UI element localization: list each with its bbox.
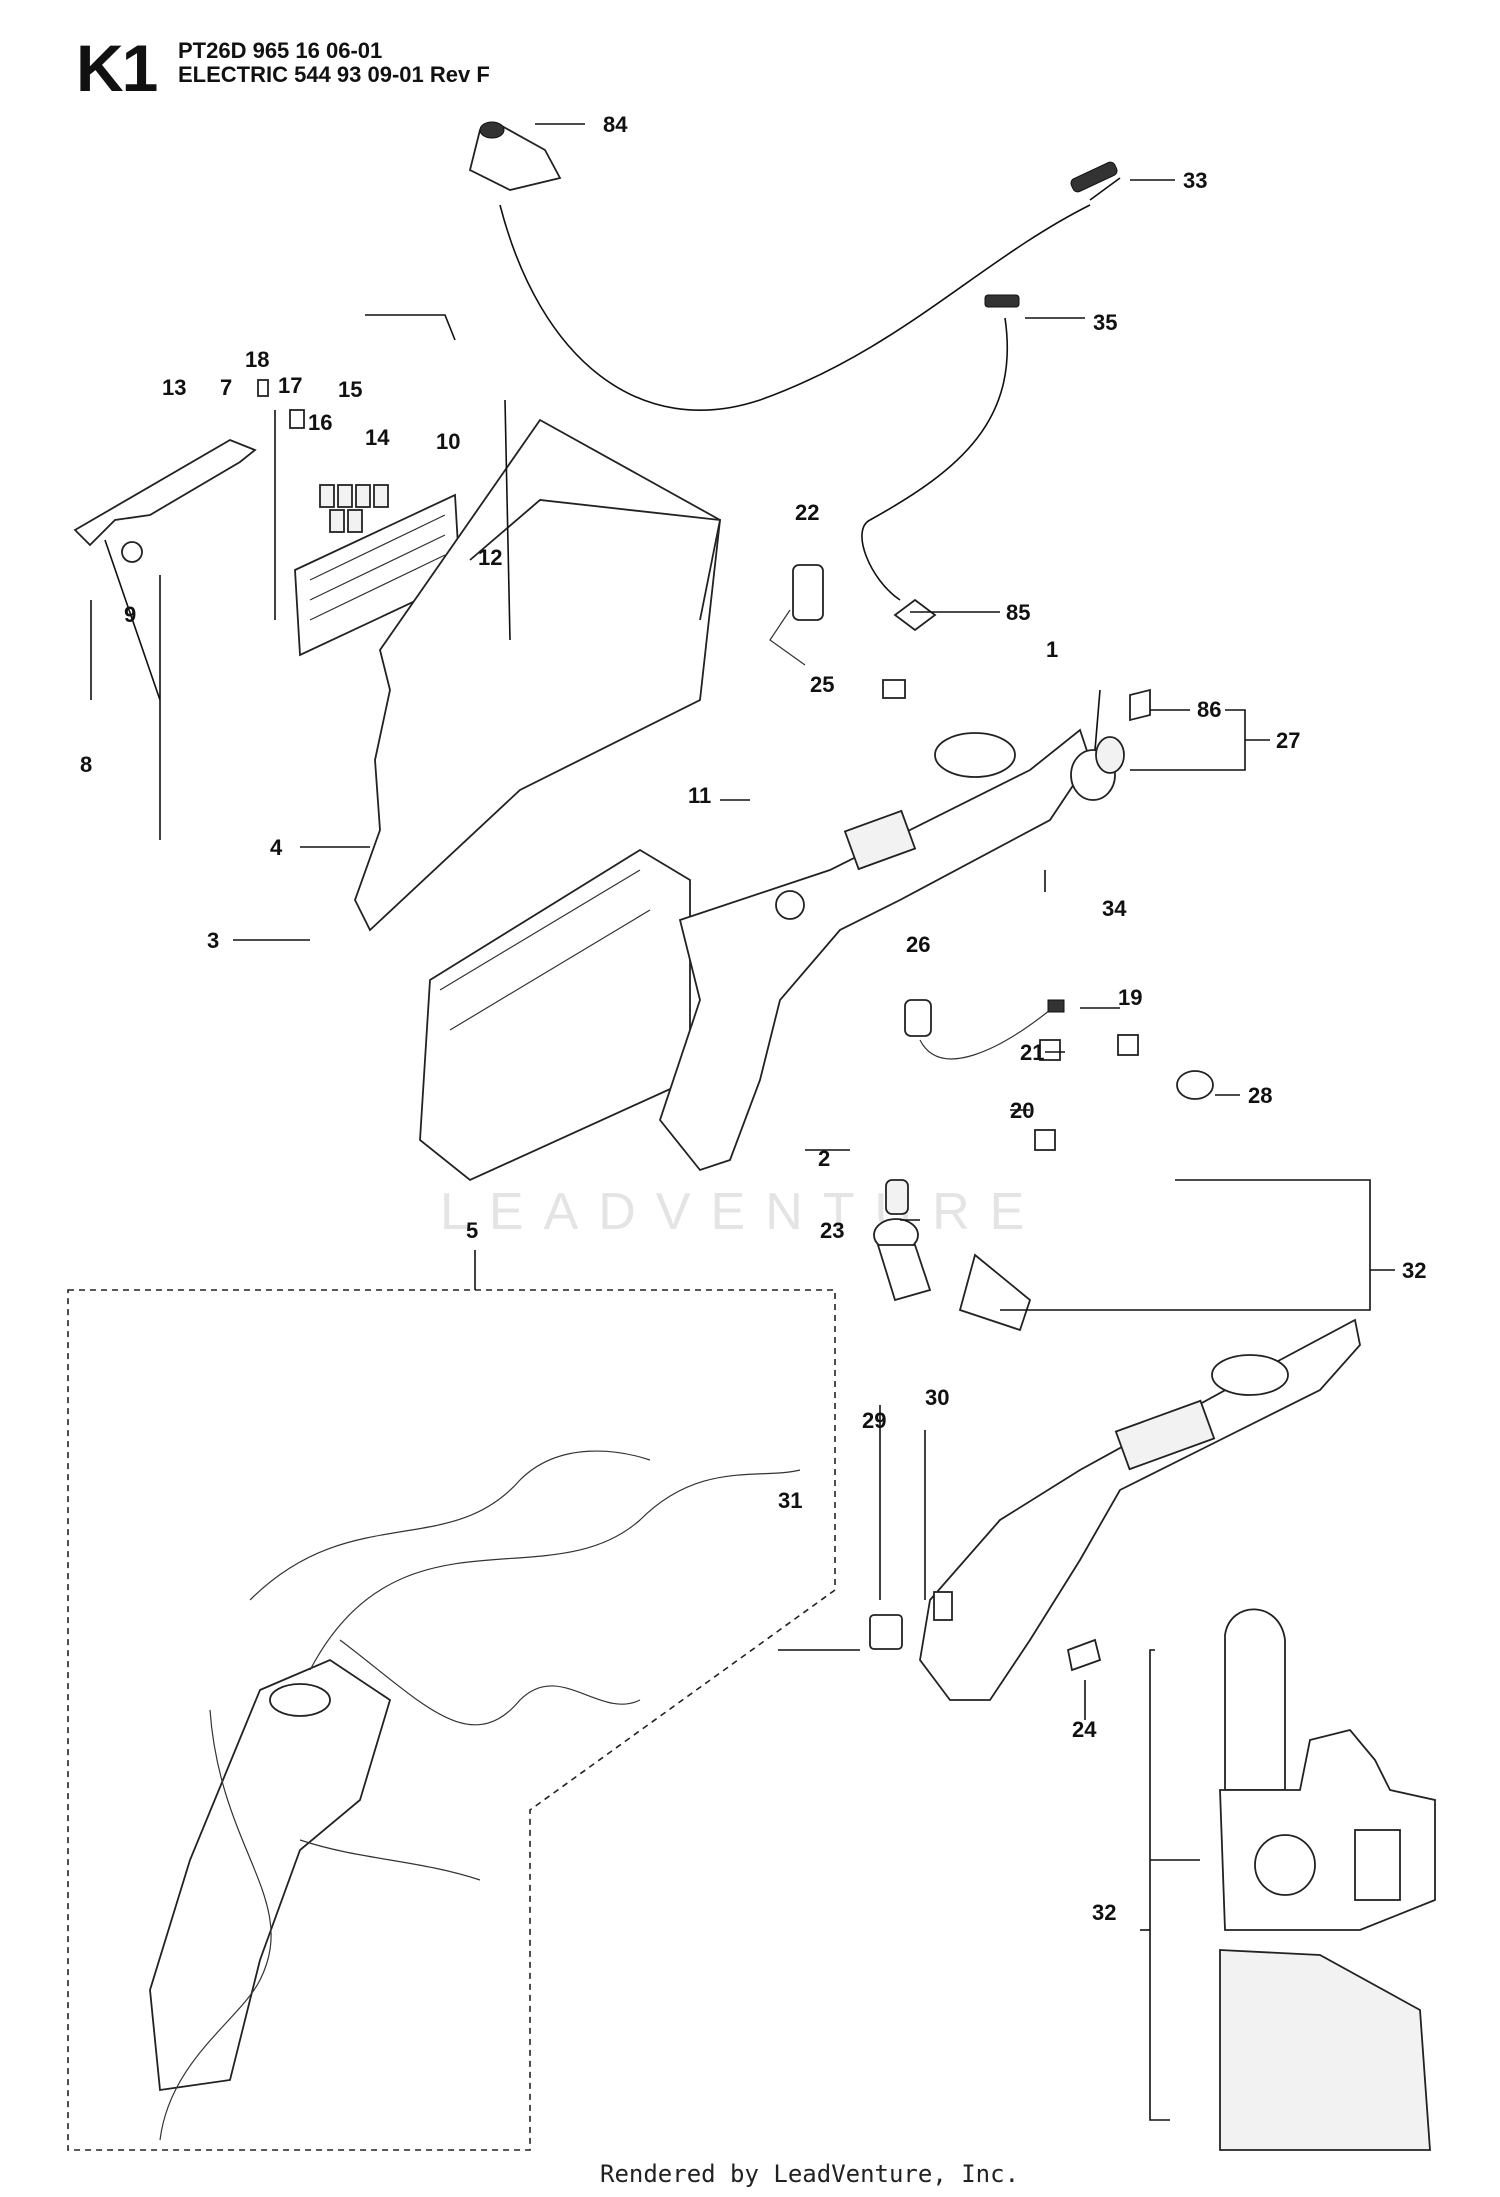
footer-credit: Rendered by LeadVenture, Inc. <box>600 2160 1020 2188</box>
callout-5: 5 <box>466 1218 478 1243</box>
callout-84: 84 <box>603 112 628 137</box>
callout-17: 17 <box>278 373 302 398</box>
callout-32-upper: 32 <box>1402 1258 1426 1283</box>
model-number: PT26D 965 16 06-01 <box>178 38 383 63</box>
callout-85: 85 <box>1006 600 1030 625</box>
callout-23: 23 <box>820 1218 844 1243</box>
callout-14: 14 <box>365 425 390 450</box>
callout-1: 1 <box>1046 637 1058 662</box>
callout-86: 86 <box>1197 697 1221 722</box>
relay-switch-part <box>769 564 824 666</box>
choke-cable-part <box>861 294 1020 632</box>
callout-4: 4 <box>270 835 283 860</box>
callout-2: 2 <box>818 1146 830 1171</box>
callout-34: 34 <box>1102 896 1127 921</box>
callout-19: 19 <box>1118 985 1142 1010</box>
callout-25: 25 <box>810 672 834 697</box>
callout-18: 18 <box>245 347 269 372</box>
callout-28: 28 <box>1248 1083 1272 1108</box>
console-upper-part <box>658 728 1091 1172</box>
decal-32-part <box>1219 1608 1436 2151</box>
switch-25-part <box>882 679 906 699</box>
wiring-harness-box <box>67 1289 836 2151</box>
callout-9: 9 <box>124 602 136 627</box>
joystick-part <box>873 1179 1032 1332</box>
mounting-bracket-part <box>73 439 257 563</box>
callout-7: 7 <box>220 375 232 400</box>
callout-33: 33 <box>1183 168 1207 193</box>
leader-lines <box>90 123 1395 2121</box>
ignition-part <box>1070 688 1151 801</box>
assembly-title: ELECTRIC 544 93 09-01 Rev F <box>178 62 490 87</box>
harness-plugs-part <box>904 999 1214 1151</box>
switch-29-part <box>869 1591 1102 1672</box>
callout-32-lower: 32 <box>1092 1900 1116 1925</box>
callout-15: 15 <box>338 377 362 402</box>
callout-12: 12 <box>478 545 502 570</box>
callout-31: 31 <box>778 1488 802 1513</box>
callout-labels: 84 33 35 18 13 7 17 15 16 14 10 12 9 8 2… <box>80 112 1426 1925</box>
callout-13: 13 <box>162 375 186 400</box>
callout-27: 27 <box>1276 728 1300 753</box>
callout-16: 16 <box>308 410 332 435</box>
callout-22: 22 <box>795 500 819 525</box>
callout-20: 20 <box>1010 1098 1034 1123</box>
section-code: K1 <box>76 31 158 105</box>
console-lower-part <box>919 1318 1361 1701</box>
watermark: LEADVENTURE <box>440 1183 1045 1241</box>
callout-35: 35 <box>1093 310 1117 335</box>
callout-10: 10 <box>436 429 460 454</box>
callout-24: 24 <box>1072 1717 1097 1742</box>
callout-21: 21 <box>1020 1040 1044 1065</box>
side-panel-part <box>354 418 722 1182</box>
callout-29: 29 <box>862 1408 886 1433</box>
callout-8: 8 <box>80 752 92 777</box>
throttle-cable-part <box>468 121 1121 411</box>
callout-30: 30 <box>925 1385 949 1410</box>
callout-26: 26 <box>906 932 930 957</box>
callout-3: 3 <box>207 928 219 953</box>
callout-11: 11 <box>688 783 711 808</box>
